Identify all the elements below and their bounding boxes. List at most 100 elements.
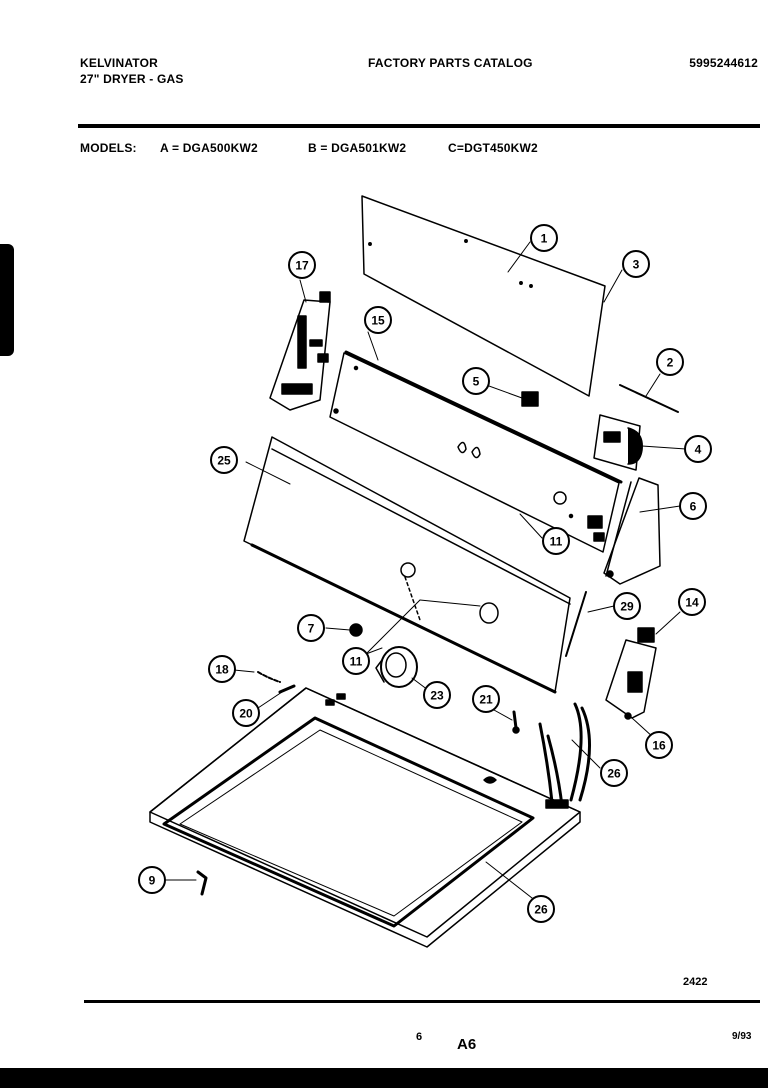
callout-number: 4 [695, 443, 702, 457]
part-29-wire [565, 591, 587, 657]
callout-25: 25 [210, 446, 238, 474]
catalog-number: 5995244612 [689, 56, 758, 70]
catalog-title: FACTORY PARTS CATALOG [368, 56, 533, 70]
callout-circle [472, 685, 500, 713]
callout-circle [527, 895, 555, 923]
callout-number: 14 [685, 596, 699, 610]
callout-17: 17 [288, 251, 316, 279]
model-type: 27" DRYER - GAS [80, 72, 184, 86]
model-b: B = DGA501KW2 [308, 141, 407, 155]
callout-6: 6 [679, 492, 707, 520]
model-a: A = DGA500KW2 [160, 141, 258, 155]
callout-circle [600, 759, 628, 787]
part-17-bracket [269, 291, 331, 411]
callout-circle [232, 699, 260, 727]
brand-name: KELVINATOR [80, 56, 159, 70]
header-rule [78, 124, 760, 128]
part-5-switch [521, 391, 539, 407]
callout-15: 15 [364, 306, 392, 334]
callout-circle [138, 866, 166, 894]
model-c: C=DGT450KW2 [448, 141, 538, 155]
scan-edge-mark [0, 244, 14, 356]
part-1-panel [361, 195, 606, 397]
part-7-light [349, 623, 363, 637]
callout-18: 18 [208, 655, 236, 683]
callout-number: 25 [217, 454, 231, 468]
callout-number: 11 [350, 655, 363, 669]
callout-number: 1 [541, 232, 548, 246]
callout-2: 2 [656, 348, 684, 376]
callout-21: 21 [472, 685, 500, 713]
part-18-screw [257, 671, 281, 683]
callout-circle [342, 647, 370, 675]
part-2-screw [619, 384, 679, 413]
callout-circle [423, 681, 451, 709]
callout-number: 16 [652, 739, 666, 753]
callout-circle [645, 731, 673, 759]
callout-number: 2 [667, 356, 674, 370]
part-9-screw [196, 870, 208, 896]
callout-20: 20 [232, 699, 260, 727]
callout-26: 26 [600, 759, 628, 787]
callout-circle [288, 251, 316, 279]
callout-circle [462, 367, 490, 395]
callout-circle [530, 224, 558, 252]
part-20-clip [278, 684, 296, 694]
leader-lines [165, 241, 687, 899]
callout-number: 6 [690, 500, 697, 514]
callout-circle [622, 250, 650, 278]
part-26-top [149, 687, 581, 948]
scan-bottom-bar [0, 1068, 768, 1088]
page-number: 6 [416, 1031, 423, 1043]
callout-number: 3 [633, 258, 640, 272]
callout-circle [656, 348, 684, 376]
part-4-timer [593, 414, 643, 471]
callout-number: 17 [295, 259, 309, 273]
page-id: A6 [457, 1036, 477, 1053]
callout-number: 21 [479, 693, 493, 707]
part-23-knob [375, 646, 418, 688]
callout-4: 4 [684, 435, 712, 463]
part-16-switch-bracket [605, 627, 657, 720]
callout-number: 26 [534, 903, 548, 917]
models-label: MODELS: [80, 141, 137, 155]
callout-circle [297, 614, 325, 642]
callout-number: 9 [149, 874, 156, 888]
callout-number: 7 [308, 622, 315, 636]
callout-number: 29 [620, 600, 634, 614]
part-26-harness [538, 702, 591, 808]
part-21-screw [512, 710, 518, 730]
callout-26: 26 [527, 895, 555, 923]
callout-number: 26 [607, 767, 621, 781]
part-6-end-cap [603, 477, 661, 585]
callout-circle [210, 446, 238, 474]
callout-number: 18 [215, 663, 229, 677]
callout-circle [684, 435, 712, 463]
part-15-backsplash [329, 350, 623, 553]
callout-circle [679, 492, 707, 520]
callout-circle [364, 306, 392, 334]
callout-3: 3 [622, 250, 650, 278]
drawing-number: 2422 [683, 976, 708, 988]
callout-16: 16 [645, 731, 673, 759]
callout-9: 9 [138, 866, 166, 894]
callout-number: 11 [550, 535, 563, 549]
print-date: 9/93 [732, 1031, 752, 1042]
callout-11: 11 [342, 647, 370, 675]
callout-number: 23 [430, 689, 444, 703]
callout-number: 15 [371, 314, 385, 328]
callout-1: 1 [530, 224, 558, 252]
footer-rule [84, 1000, 760, 1003]
callout-29: 29 [613, 592, 641, 620]
callout-14: 14 [678, 588, 706, 616]
callout-number: 20 [239, 707, 253, 721]
callout-number: 5 [473, 375, 480, 389]
callout-11: 11 [542, 527, 570, 555]
callout-5: 5 [462, 367, 490, 395]
part-25-console [243, 436, 571, 694]
callout-circle [678, 588, 706, 616]
callout-23: 23 [423, 681, 451, 709]
callout-7: 7 [297, 614, 325, 642]
